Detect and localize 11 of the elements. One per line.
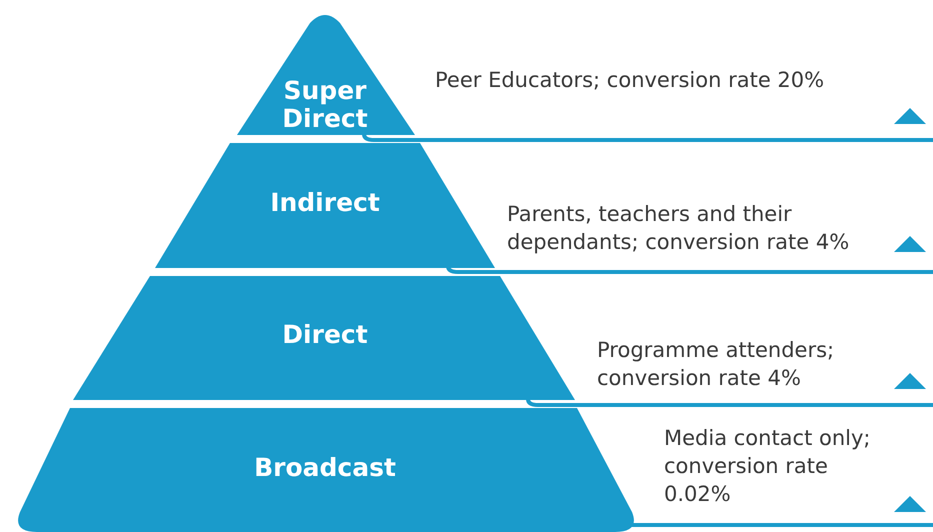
description-text: Programme attenders; conversion rate 4% [597, 337, 836, 392]
description-text: Peer Educators; conversion rate 20% [435, 67, 826, 94]
description-text: Parents, teachers and their dependants; conversion rate 4% [507, 201, 850, 256]
layer-title: Super Direct [281, 77, 369, 133]
layer-title: Direct [281, 321, 369, 349]
pyramid-layer [237, 15, 415, 135]
pyramid-layer [73, 276, 575, 400]
layer-title: Indirect [269, 189, 381, 217]
layer-title: Broadcast [253, 454, 397, 482]
description-text: Media contact only; conversion rate 0.02% [664, 425, 872, 508]
pyramid-layer [155, 143, 495, 268]
